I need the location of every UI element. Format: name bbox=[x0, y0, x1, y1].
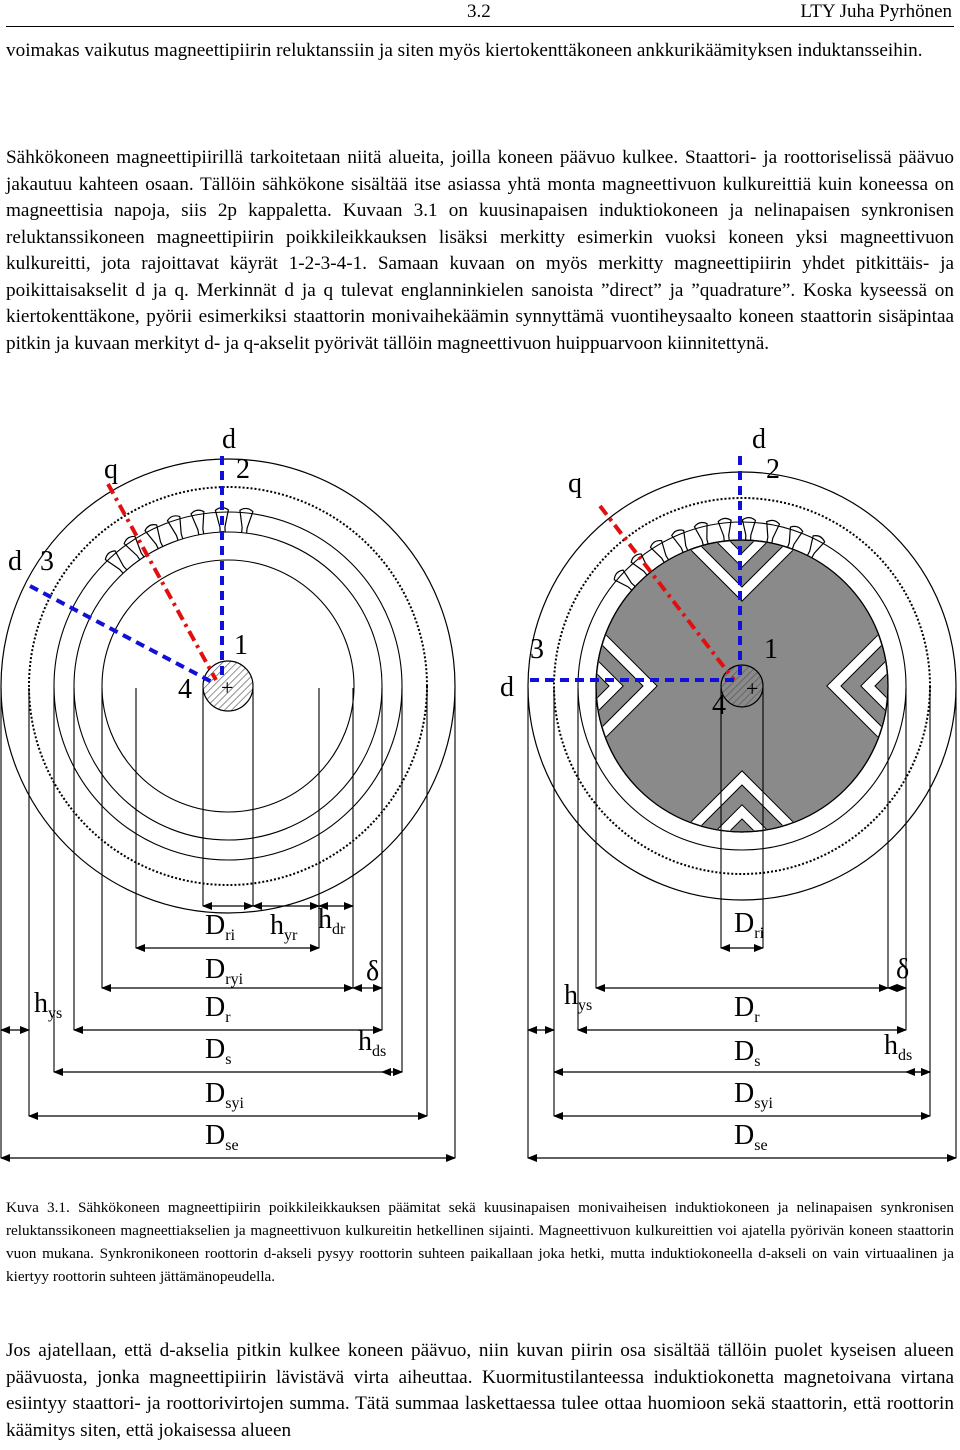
flux-barrier bbox=[895, 621, 960, 751]
stator-slot bbox=[741, 517, 757, 541]
right-dimension-arrows bbox=[527, 944, 957, 1162]
right-plus-sign: + bbox=[746, 676, 758, 701]
stator-slot bbox=[239, 507, 254, 534]
left-label-d-top: d bbox=[222, 424, 236, 455]
left-h-yr-label: hyr bbox=[270, 910, 298, 944]
left-label-1: 1 bbox=[234, 630, 248, 661]
stator-slot bbox=[104, 550, 128, 574]
stator-slot bbox=[166, 515, 184, 541]
left-h-dr-label: hdr bbox=[318, 904, 346, 938]
right-delta-label: δ bbox=[896, 954, 909, 985]
left-stator-slots bbox=[104, 507, 254, 574]
flux-barrier bbox=[677, 839, 807, 969]
flux-barrier bbox=[597, 603, 624, 769]
stator-slot bbox=[787, 525, 804, 550]
left-label-2: 2 bbox=[236, 454, 250, 485]
flux-barrier bbox=[642, 770, 842, 831]
right-label-2: 2 bbox=[766, 454, 780, 485]
left-D-r-label: Dr bbox=[205, 992, 231, 1026]
left-dimension-labels: Dri hyr hdr Dryi δ hys Dr hds Ds Dsyi Ds… bbox=[34, 904, 386, 1154]
right-label-q: q bbox=[568, 468, 582, 499]
stator-slot bbox=[630, 553, 652, 576]
right-D-se-label: Dse bbox=[734, 1120, 768, 1154]
reluctance-machine-drawing: + d 2 q d 3 1 4 bbox=[459, 424, 960, 1162]
left-label-d-left: d bbox=[8, 546, 22, 577]
left-rotor-inner-circle bbox=[101, 559, 355, 813]
right-h-ds-label: hds bbox=[884, 1030, 912, 1064]
right-stator-slots bbox=[613, 517, 826, 591]
page-header: 3.2 LTY Juha Pyrhönen bbox=[0, 0, 960, 27]
left-D-syi-label: Dsyi bbox=[205, 1078, 244, 1112]
right-stator-inner-dotted-circle bbox=[553, 497, 931, 875]
flux-barrier bbox=[642, 541, 842, 602]
flux-barrier bbox=[860, 603, 887, 769]
left-label-q: q bbox=[104, 454, 118, 485]
left-h-ys-label: hys bbox=[34, 988, 62, 1022]
left-stator-inner-dotted-circle bbox=[28, 486, 428, 886]
right-D-ri-label: Dri bbox=[734, 908, 765, 942]
right-label-1: 1 bbox=[764, 634, 778, 665]
right-label-d-left: d bbox=[500, 672, 514, 703]
right-label-4: 4 bbox=[712, 690, 726, 721]
left-extension-lines bbox=[0, 688, 456, 1158]
left-d-axis-diagonal bbox=[29, 584, 213, 684]
stator-slot bbox=[806, 535, 826, 559]
right-D-r-label: Dr bbox=[734, 992, 760, 1026]
flux-barrier bbox=[597, 586, 658, 786]
left-stator-outer-circle bbox=[0, 458, 456, 914]
right-D-syi-label: Dsyi bbox=[734, 1078, 773, 1112]
left-D-ri-label: Dri bbox=[205, 910, 236, 944]
left-D-s-label: Ds bbox=[205, 1034, 231, 1068]
left-plus-sign: + bbox=[221, 675, 233, 700]
stator-slot bbox=[717, 517, 732, 542]
right-label-d-top: d bbox=[752, 424, 766, 455]
right-label-3: 3 bbox=[530, 634, 544, 665]
left-D-se-label: Dse bbox=[205, 1120, 239, 1154]
induction-machine-drawing: + d 2 q d 3 1 4 bbox=[0, 424, 456, 1162]
paragraph-2: Sähkökoneen magneettipiirillä tarkoiteta… bbox=[6, 147, 954, 354]
header-rule bbox=[6, 26, 954, 27]
flux-barrier bbox=[826, 586, 887, 786]
flux-barrier bbox=[659, 804, 825, 831]
left-label-4: 4 bbox=[178, 674, 192, 705]
left-D-ryi-label: Dryi bbox=[205, 954, 244, 988]
author-label: LTY Juha Pyrhönen bbox=[800, 1, 952, 22]
left-shaft bbox=[202, 660, 254, 712]
right-D-s-label: Ds bbox=[734, 1036, 760, 1070]
right-shaft bbox=[720, 664, 764, 708]
stator-slot bbox=[144, 524, 164, 549]
paragraph-3: Jos ajatellaan, että d-akselia pitkin ku… bbox=[6, 1340, 954, 1441]
left-q-axis bbox=[106, 483, 218, 681]
stator-slot bbox=[649, 539, 670, 563]
stator-slot bbox=[670, 529, 689, 553]
left-label-3: 3 bbox=[40, 546, 54, 577]
paragraph-1: voimakas vaikutus magneettipiirin relukt… bbox=[6, 40, 923, 61]
right-h-ys-label: hys bbox=[564, 980, 592, 1014]
left-h-ds-label: hds bbox=[358, 1026, 386, 1060]
section-number: 3.2 bbox=[467, 1, 491, 22]
machine-cross-section-figure: + d 2 q d 3 1 4 bbox=[0, 424, 960, 1162]
right-dimension-labels: Dri δ hys Dr hds Ds Dsyi Dse bbox=[564, 908, 912, 1154]
flux-barrier bbox=[459, 621, 589, 751]
stator-slot bbox=[693, 521, 709, 546]
left-rotor-circle bbox=[73, 531, 383, 841]
right-extension-lines bbox=[527, 688, 957, 1158]
stator-slot bbox=[190, 509, 205, 535]
stator-slot bbox=[613, 569, 636, 591]
left-dimension-arrows bbox=[0, 902, 456, 1162]
stator-slot bbox=[766, 519, 781, 544]
left-delta-label: δ bbox=[366, 956, 379, 987]
figure-caption: Kuva 3.1. Sähkökoneen magneettipiirin po… bbox=[6, 1199, 954, 1285]
